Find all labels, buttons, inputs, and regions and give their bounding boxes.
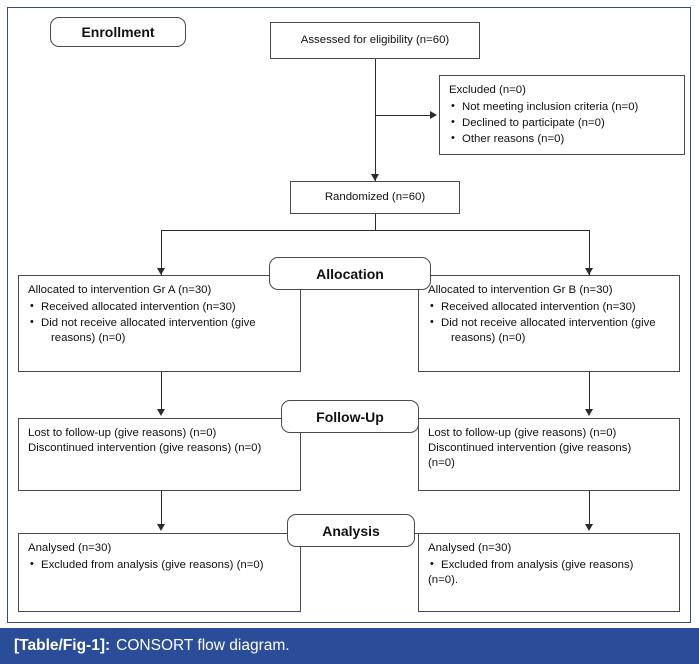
figure-caption-text: CONSORT flow diagram. [116, 637, 290, 654]
allocation-group-a-title: Allocated to intervention Gr A (n=30) [28, 284, 212, 296]
analysis-group-b-title: Analysed (n=30) [428, 542, 512, 554]
analysis-group-a-title: Analysed (n=30) [28, 542, 112, 554]
box-follow-up-group-a: Lost to follow-up (give reasons) (n=0) D… [18, 418, 301, 491]
arrowhead-analysis-right [584, 524, 593, 531]
list-item: Not meeting inclusion criteria (n=0) [451, 99, 675, 115]
box-analysis-group-b: Analysed (n=30) Excluded from analysis (… [418, 533, 680, 612]
list-item-continuation: reasons) (n=0) [451, 332, 526, 345]
randomized-text: Randomized (n=60) [324, 190, 426, 203]
list-item: Other reasons (n=0) [451, 131, 675, 147]
list-item-text: Did not receive allocated intervention (… [441, 317, 656, 330]
box-allocation-group-b: Allocated to intervention Gr B (n=30) Re… [418, 275, 680, 372]
list-item-text: Excluded from analysis (give reasons) (n… [41, 559, 264, 572]
section-label-follow-up: Follow-Up [281, 400, 419, 433]
allocation-group-a-list: Received allocated intervention (n=30) D… [28, 299, 291, 346]
connector-allocation-left-drop [161, 230, 162, 275]
excluded-reason-list: Not meeting inclusion criteria (n=0) Dec… [449, 99, 675, 147]
section-label-enrollment: Enrollment [50, 17, 186, 47]
section-label-allocation: Allocation [269, 257, 431, 290]
box-randomized: Randomized (n=60) [290, 181, 460, 214]
list-item: Excluded from analysis (give reasons) [430, 557, 670, 573]
allocation-group-b-title: Allocated to intervention Gr B (n=30) [428, 284, 613, 296]
list-item: Received allocated intervention (n=30) [30, 299, 291, 315]
analysis-group-b-list: Excluded from analysis (give reasons) [428, 557, 670, 573]
arrowhead-assessed-to-randomized [370, 174, 379, 181]
figure-caption-bar: [Table/Fig-1]: CONSORT flow diagram. [0, 628, 699, 664]
assessed-for-eligibility-text: Assessed for eligibility (n=60) [300, 33, 450, 46]
arrowhead-followup-right [584, 409, 593, 416]
analysis-group-a-list: Excluded from analysis (give reasons) (n… [28, 557, 291, 573]
list-item: Did not receive allocated intervention (… [430, 315, 670, 346]
arrowhead-analysis-left [156, 524, 165, 531]
list-item: Did not receive allocated intervention (… [30, 315, 291, 346]
box-excluded: Excluded (n=0) Not meeting inclusion cri… [439, 75, 685, 155]
list-item-text: Excluded from analysis (give reasons) [441, 559, 634, 572]
list-item: Excluded from analysis (give reasons) (n… [30, 557, 291, 573]
follow-up-a-line-2: Discontinued intervention (give reasons)… [28, 442, 262, 455]
connector-followup-b-to-analysis [589, 491, 590, 528]
section-label-analysis: Analysis [287, 514, 415, 547]
section-label-enrollment-text: Enrollment [81, 24, 155, 40]
arrowhead-allocation-right [584, 268, 593, 275]
follow-up-b-line-3: (n=0) [428, 457, 455, 470]
connector-allocation-a-to-followup [161, 372, 162, 414]
connector-assessed-to-randomized [375, 59, 376, 181]
list-item-continuation: reasons) (n=0) [51, 332, 126, 345]
list-item: Declined to participate (n=0) [451, 115, 675, 131]
arrowhead-followup-left [156, 409, 165, 416]
connector-to-excluded [375, 115, 432, 116]
figure-frame [7, 7, 691, 623]
excluded-title: Excluded (n=0) [449, 84, 526, 96]
box-assessed-for-eligibility: Assessed for eligibility (n=60) [270, 22, 480, 59]
box-follow-up-group-b: Lost to follow-up (give reasons) (n=0) D… [418, 418, 680, 491]
connector-allocation-right-drop [589, 230, 590, 275]
section-label-allocation-text: Allocation [316, 265, 384, 282]
section-label-follow-up-text: Follow-Up [316, 408, 384, 425]
connector-followup-a-to-analysis [161, 491, 162, 528]
allocation-group-b-list: Received allocated intervention (n=30) D… [428, 299, 670, 346]
connector-allocation-b-to-followup [589, 372, 590, 414]
box-analysis-group-a: Analysed (n=30) Excluded from analysis (… [18, 533, 301, 612]
box-allocation-group-a: Allocated to intervention Gr A (n=30) Re… [18, 275, 301, 372]
arrowhead-to-excluded [430, 110, 437, 119]
follow-up-b-line-2: Discontinued intervention (give reasons) [428, 442, 632, 455]
list-item-text: Did not receive allocated intervention (… [41, 317, 256, 330]
arrowhead-allocation-left [156, 268, 165, 275]
follow-up-a-line-1: Lost to follow-up (give reasons) (n=0) [28, 427, 217, 439]
section-label-analysis-text: Analysis [322, 522, 380, 539]
analysis-group-b-continuation: (n=0). [428, 574, 459, 587]
follow-up-b-line-1: Lost to follow-up (give reasons) (n=0) [428, 427, 617, 439]
connector-randomized-stem [375, 214, 376, 230]
connector-allocation-split [161, 230, 590, 231]
figure-caption-label: [Table/Fig-1]: [14, 637, 111, 654]
list-item: Received allocated intervention (n=30) [430, 299, 670, 315]
